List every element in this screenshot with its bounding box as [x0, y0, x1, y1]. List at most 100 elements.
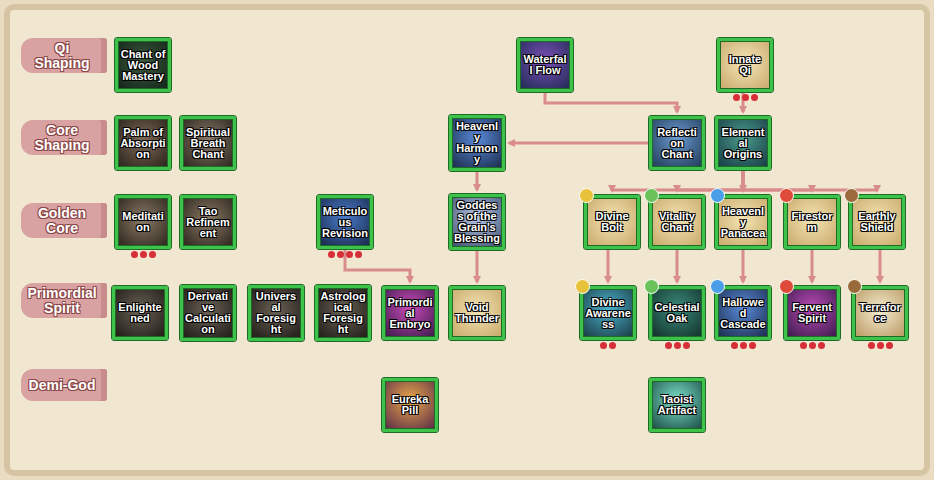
element-badge	[644, 279, 659, 294]
cost-dot	[751, 94, 758, 101]
prerequisite-arrow	[811, 250, 814, 282]
cost-dot	[742, 94, 749, 101]
prerequisite-arrow	[607, 250, 610, 282]
skill-icon: Taoist Artifact	[649, 378, 705, 432]
cost-dot	[600, 342, 607, 349]
cost-dot	[740, 342, 747, 349]
cost-dot	[683, 342, 690, 349]
prerequisite-arrow	[742, 250, 745, 282]
skill-icon: Terraforce	[852, 286, 908, 340]
skill-name: Divine Awareness	[585, 297, 631, 330]
cost-dot	[355, 251, 362, 258]
prerequisite-arrow	[676, 250, 679, 282]
skill-icon: Meditation	[115, 195, 171, 249]
skill-name: Enlightened	[117, 302, 163, 324]
cost-dot	[731, 342, 738, 349]
cost-dot	[886, 342, 893, 349]
skill-icon: Fervent Spirit	[784, 286, 840, 340]
element-badge	[644, 188, 659, 203]
skill-icon: Earthly Shield	[849, 195, 905, 249]
skill-icon: Palm of Absorption	[115, 116, 171, 170]
skill-name: Heavenly Harmony	[454, 121, 500, 165]
tier-banner: Core Shaping	[21, 120, 107, 155]
skill-name: Fervent Spirit	[789, 302, 835, 324]
skill-name: Vitality Chant	[654, 211, 700, 233]
skill-icon: Chant of Wood Mastery	[115, 38, 171, 92]
skill-icon: Universal Foresight	[248, 285, 304, 341]
skill-name: Meticulous Revision	[322, 206, 368, 239]
skill-icon: Divine Bolt	[584, 195, 640, 249]
skill-icon: Celestial Oak	[649, 286, 705, 340]
tier-name: Core Shaping	[27, 123, 97, 152]
skill-icon: Astrological Foresight	[315, 285, 371, 341]
cost-dot	[674, 342, 681, 349]
element-badge	[844, 188, 859, 203]
cost-dot	[328, 251, 335, 258]
prerequisite-arrow	[612, 171, 743, 191]
skill-name: Innate Qi	[722, 54, 768, 76]
skill-icon: Primordial Embryo	[382, 286, 438, 340]
prerequisite-arrow	[476, 172, 479, 190]
skill-name: Goddess of the Grain's Blessing	[454, 200, 500, 244]
tier-name: Qi Shaping	[27, 41, 97, 70]
skill-icon: Heavenly Panacea	[715, 195, 771, 249]
skill-name: Spiritual Breath Chant	[185, 127, 231, 160]
skill-icon: Spiritual Breath Chant	[180, 116, 236, 170]
skill-icon: Elemental Origins	[715, 116, 771, 170]
skill-name: Eureka Pill	[387, 394, 433, 416]
skill-icon: Heavenly Harmony	[449, 115, 505, 171]
skill-name: Elemental Origins	[720, 127, 766, 160]
prerequisite-arrow	[476, 251, 479, 282]
skill-icon: Eureka Pill	[382, 378, 438, 432]
skill-name: Terraforce	[857, 302, 903, 324]
skill-name: Earthly Shield	[854, 211, 900, 233]
tier-banner: Demi-God	[21, 369, 107, 401]
skill-name: Void Thunder	[454, 302, 500, 324]
skill-name: Taoist Artifact	[654, 394, 700, 416]
tier-name: Golden Core	[27, 206, 97, 235]
skill-icon: Tao Refinement	[180, 195, 236, 249]
skill-icon: Vitality Chant	[649, 195, 705, 249]
element-badge	[779, 279, 794, 294]
skill-icon: Meticulous Revision	[317, 195, 373, 249]
skill-name: Primordial Embryo	[387, 297, 433, 330]
prerequisite-arrow	[743, 171, 877, 191]
cost-dot	[818, 342, 825, 349]
skill-icon: Goddess of the Grain's Blessing	[449, 194, 505, 250]
cost-dot	[733, 94, 740, 101]
cost-dot	[609, 342, 616, 349]
cost-dot	[131, 251, 138, 258]
skill-icon: Waterfall Flow	[517, 38, 573, 92]
element-badge	[575, 279, 590, 294]
tier-banner: Qi Shaping	[21, 38, 107, 73]
skill-icon: Void Thunder	[449, 286, 505, 340]
element-badge	[847, 279, 862, 294]
cost-dot	[749, 342, 756, 349]
skill-name: Universal Foresight	[253, 291, 299, 335]
skill-name: Heavenly Panacea	[720, 206, 766, 239]
cost-dot	[665, 342, 672, 349]
tier-name: Demi-God	[29, 378, 96, 393]
skill-icon: Divine Awareness	[580, 286, 636, 340]
prerequisite-arrow	[345, 250, 410, 282]
tier-banner: Primordial Spirit	[21, 283, 107, 318]
element-badge	[710, 188, 725, 203]
skill-icon: Enlightened	[112, 286, 168, 340]
skill-name: Hallowed Cascade	[720, 297, 766, 330]
cost-dot	[877, 342, 884, 349]
element-badge	[579, 188, 594, 203]
skill-name: Chant of Wood Mastery	[120, 49, 166, 82]
prerequisite-arrow	[743, 171, 812, 191]
prerequisite-arrow	[545, 93, 677, 112]
cost-dot	[346, 251, 353, 258]
prerequisite-arrow	[677, 171, 743, 191]
cost-dot	[337, 251, 344, 258]
cost-dot	[140, 251, 147, 258]
skill-icon: Reflection Chant	[649, 116, 705, 170]
skill-name: Palm of Absorption	[120, 127, 166, 160]
skill-name: Celestial Oak	[654, 302, 700, 324]
cost-dot	[800, 342, 807, 349]
skill-icon: Derivative Calculation	[180, 285, 236, 341]
skill-name: Tao Refinement	[185, 206, 231, 239]
